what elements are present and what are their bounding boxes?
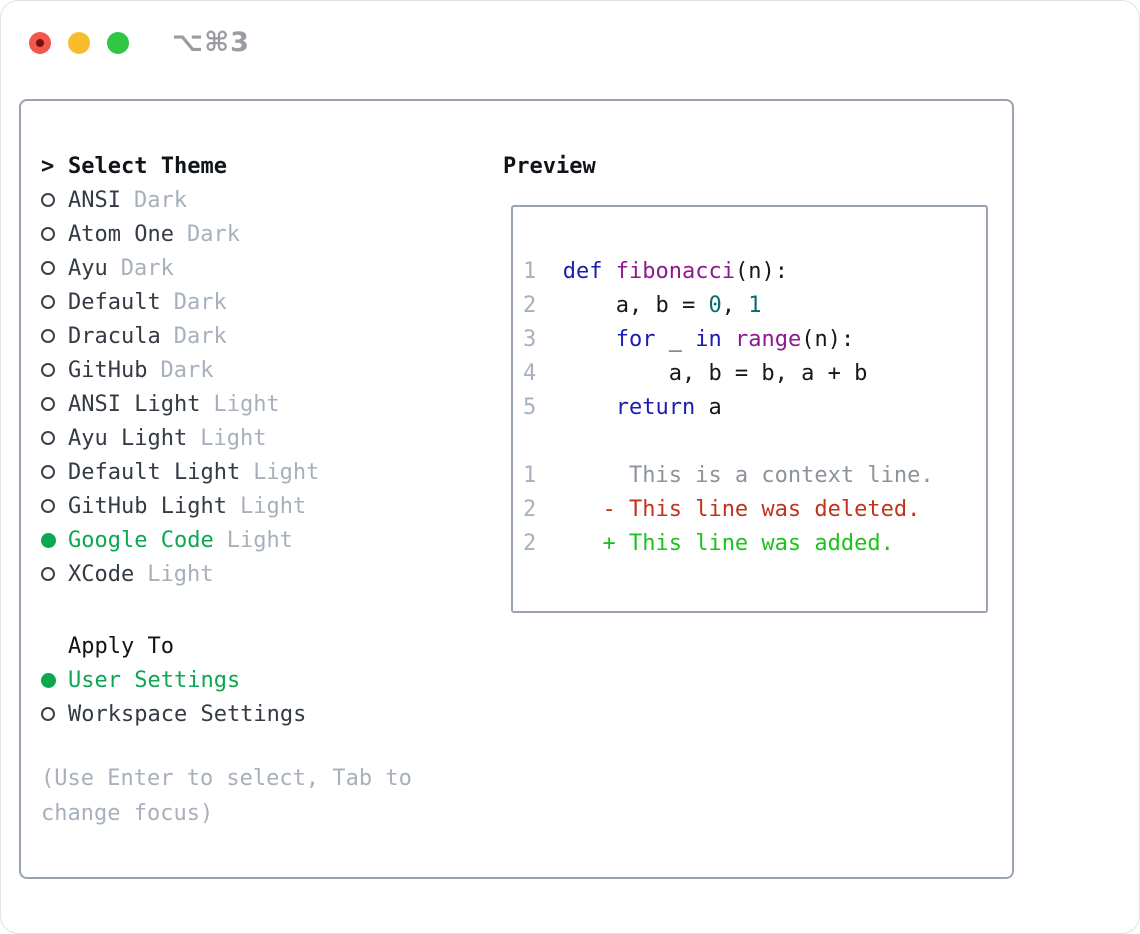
theme-list: ANSI Dark Atom One Dark Ayu Dark Default… — [41, 183, 461, 591]
theme-option[interactable]: ANSI Light Light — [41, 387, 461, 421]
theme-option[interactable]: Atom One Dark — [41, 217, 461, 251]
radio-ring-icon — [41, 465, 68, 479]
select-theme-title: Select Theme — [68, 153, 227, 179]
close-dot-icon — [36, 38, 44, 47]
theme-option-name: ANSI Light — [68, 391, 201, 417]
titlebar: ⌥⌘3 — [29, 27, 250, 58]
theme-option[interactable]: GitHub Dark — [41, 353, 461, 387]
apply-option[interactable]: Workspace Settings — [41, 697, 461, 731]
selected-dot-icon — [41, 532, 68, 548]
theme-option-variant: Dark — [173, 289, 227, 315]
theme-option-variant: Light — [213, 391, 280, 417]
theme-option-variant: Light — [226, 527, 293, 553]
theme-option-name: Ayu Light — [68, 425, 188, 451]
theme-option-name: Ayu — [68, 255, 108, 281]
line-number: 1 — [523, 259, 537, 284]
radio-ring-icon — [41, 295, 68, 309]
apply-option[interactable]: User Settings — [41, 663, 461, 697]
line-number: 3 — [523, 327, 537, 352]
theme-option-variant: Dark — [120, 255, 174, 281]
theme-option-variant: Light — [200, 425, 267, 451]
code-line: 4 a, b = b, a + b — [523, 361, 868, 386]
radio-ring-icon — [41, 499, 68, 513]
select-theme-header: > Select Theme — [41, 149, 461, 183]
apply-to-list: User Settings Workspace Settings — [41, 663, 461, 731]
radio-ring-icon — [41, 193, 68, 207]
preview-header: Preview — [503, 149, 596, 183]
radio-ring-icon — [41, 363, 68, 377]
spacer — [41, 591, 461, 629]
preview-title: Preview — [503, 153, 596, 179]
prompt-arrow-icon: > — [41, 153, 55, 179]
theme-option[interactable]: GitHub Light Light — [41, 489, 461, 523]
preview-box: 1 def fibonacci(n): 2 a, b = 0, 1 3 for _ … — [511, 205, 988, 613]
theme-option-name: Google Code — [68, 527, 214, 553]
code-line: 3 for _ in range(n): — [523, 327, 855, 352]
radio-ring-icon — [41, 431, 68, 445]
theme-option-variant: Dark — [133, 187, 187, 213]
radio-ring-icon — [41, 567, 68, 581]
close-button[interactable] — [29, 31, 51, 54]
line-number: 2 — [523, 293, 537, 318]
theme-option-name: Workspace Settings — [68, 701, 307, 727]
radio-ring-icon — [41, 329, 68, 343]
theme-option-name: Default — [68, 289, 161, 315]
theme-option-name: Dracula — [68, 323, 161, 349]
theme-list-column: > Select Theme ANSI Dark Atom One Dark A… — [41, 149, 461, 831]
code-line: 2 a, b = 0, 1 — [523, 293, 762, 318]
theme-option-variant: Light — [147, 561, 214, 587]
code-line: 2 + This line was added. — [523, 531, 894, 556]
theme-option-variant: Dark — [160, 357, 214, 383]
theme-option[interactable]: ANSI Dark — [41, 183, 461, 217]
theme-option-name: GitHub — [68, 357, 148, 383]
window-title: ⌥⌘3 — [172, 27, 250, 58]
theme-option-variant: Light — [253, 459, 320, 485]
theme-option[interactable]: Default Light Light — [41, 455, 461, 489]
radio-ring-icon — [41, 227, 68, 241]
radio-ring-icon — [41, 707, 68, 721]
line-number: 2 — [523, 531, 537, 556]
apply-to-title: Apply To — [68, 633, 174, 659]
theme-option[interactable]: Google Code Light — [41, 523, 461, 557]
line-number: 5 — [523, 395, 537, 420]
theme-option[interactable]: XCode Light — [41, 557, 461, 591]
theme-picker-panel: > Select Theme ANSI Dark Atom One Dark A… — [19, 99, 1014, 879]
theme-option-name: GitHub Light — [68, 493, 227, 519]
code-line: 1 This is a context line. — [523, 463, 934, 488]
theme-option-name: User Settings — [68, 667, 241, 693]
theme-option-variant: Dark — [186, 221, 240, 247]
minimize-button[interactable] — [68, 31, 90, 54]
theme-option-variant: Light — [239, 493, 307, 519]
zoom-button[interactable] — [107, 31, 129, 54]
hint-text: (Use Enter to select, Tab to change focu… — [41, 766, 412, 826]
theme-option[interactable]: Ayu Dark — [41, 251, 461, 285]
code-line — [523, 425, 986, 459]
line-number: 2 — [523, 497, 537, 522]
code-line: 1 def fibonacci(n): — [523, 259, 788, 284]
theme-option[interactable]: Ayu Light Light — [41, 421, 461, 455]
code-line: 2 - This line was deleted. — [523, 497, 921, 522]
code-preview: 1 def fibonacci(n): 2 a, b = 0, 1 3 for _ … — [523, 255, 986, 561]
line-number: 1 — [523, 463, 537, 488]
theme-option-name: XCode — [68, 561, 135, 587]
theme-option-name: ANSI — [68, 187, 121, 213]
selected-dot-icon — [41, 672, 68, 688]
code-line: 5 return a — [523, 395, 722, 420]
theme-option-name: Atom One — [68, 221, 174, 247]
radio-ring-icon — [41, 397, 68, 411]
theme-option[interactable]: Default Dark — [41, 285, 461, 319]
theme-option[interactable]: Dracula Dark — [41, 319, 461, 353]
radio-ring-icon — [41, 261, 68, 275]
theme-option-name: Default Light — [68, 459, 241, 485]
apply-to-header: Apply To — [41, 629, 461, 663]
theme-option-variant: Dark — [173, 323, 227, 349]
line-number: 4 — [523, 361, 537, 386]
